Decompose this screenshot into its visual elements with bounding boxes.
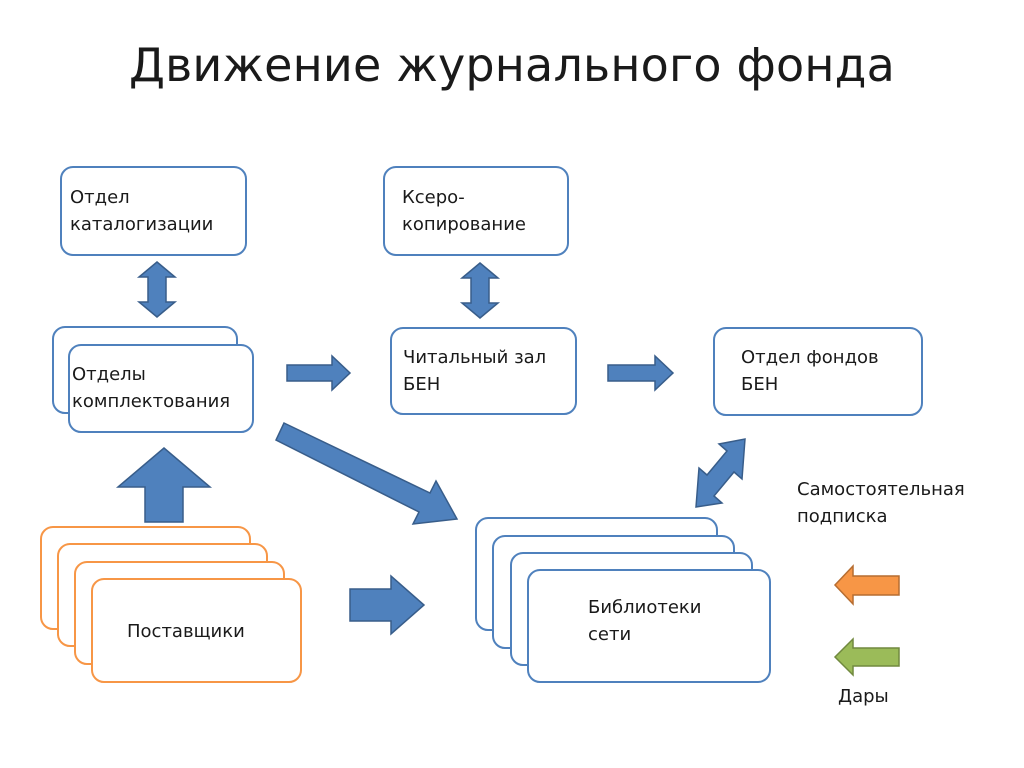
cataloging-box <box>60 166 247 256</box>
acquisition-libraries-arrow <box>275 421 459 525</box>
xerox-label: Ксеро- копирование <box>402 187 526 235</box>
suppliers-label: Поставщики <box>127 621 245 642</box>
page-title: Движение журнального фонда <box>128 38 896 92</box>
subscription-label: Самостоятельная подписка <box>797 479 965 527</box>
suppliers-libraries-arrow <box>349 574 426 636</box>
acquisition-label: Отделы комплектования <box>72 364 231 412</box>
xerox-reading-room-arrow <box>459 262 501 319</box>
suppliers-acquisition-arrow <box>115 447 213 523</box>
acquisition-reading-room-arrow <box>286 354 352 392</box>
reading-room-box <box>390 327 577 415</box>
gifts-arrow <box>833 637 900 677</box>
reading-room-label: Читальный зал БЕН <box>403 347 547 395</box>
xerox-box <box>383 166 569 256</box>
gifts-label: Дары <box>838 686 889 707</box>
fund-dept-box <box>713 327 923 416</box>
subscription-arrow <box>833 564 900 606</box>
cataloging-acquisition-arrow <box>136 261 178 318</box>
reading-room-fund-arrow <box>607 354 675 392</box>
network-libraries-box-4 <box>527 569 771 683</box>
cataloging-label: Отдел каталогизации <box>70 187 214 235</box>
acquisition-box-front <box>68 344 254 433</box>
network-libraries-label: Библиотеки сети <box>588 597 702 645</box>
fund-dept-label: Отдел фондов БЕН <box>741 347 879 395</box>
suppliers-box-4 <box>91 578 302 683</box>
libraries-fund-arrow <box>695 438 746 508</box>
